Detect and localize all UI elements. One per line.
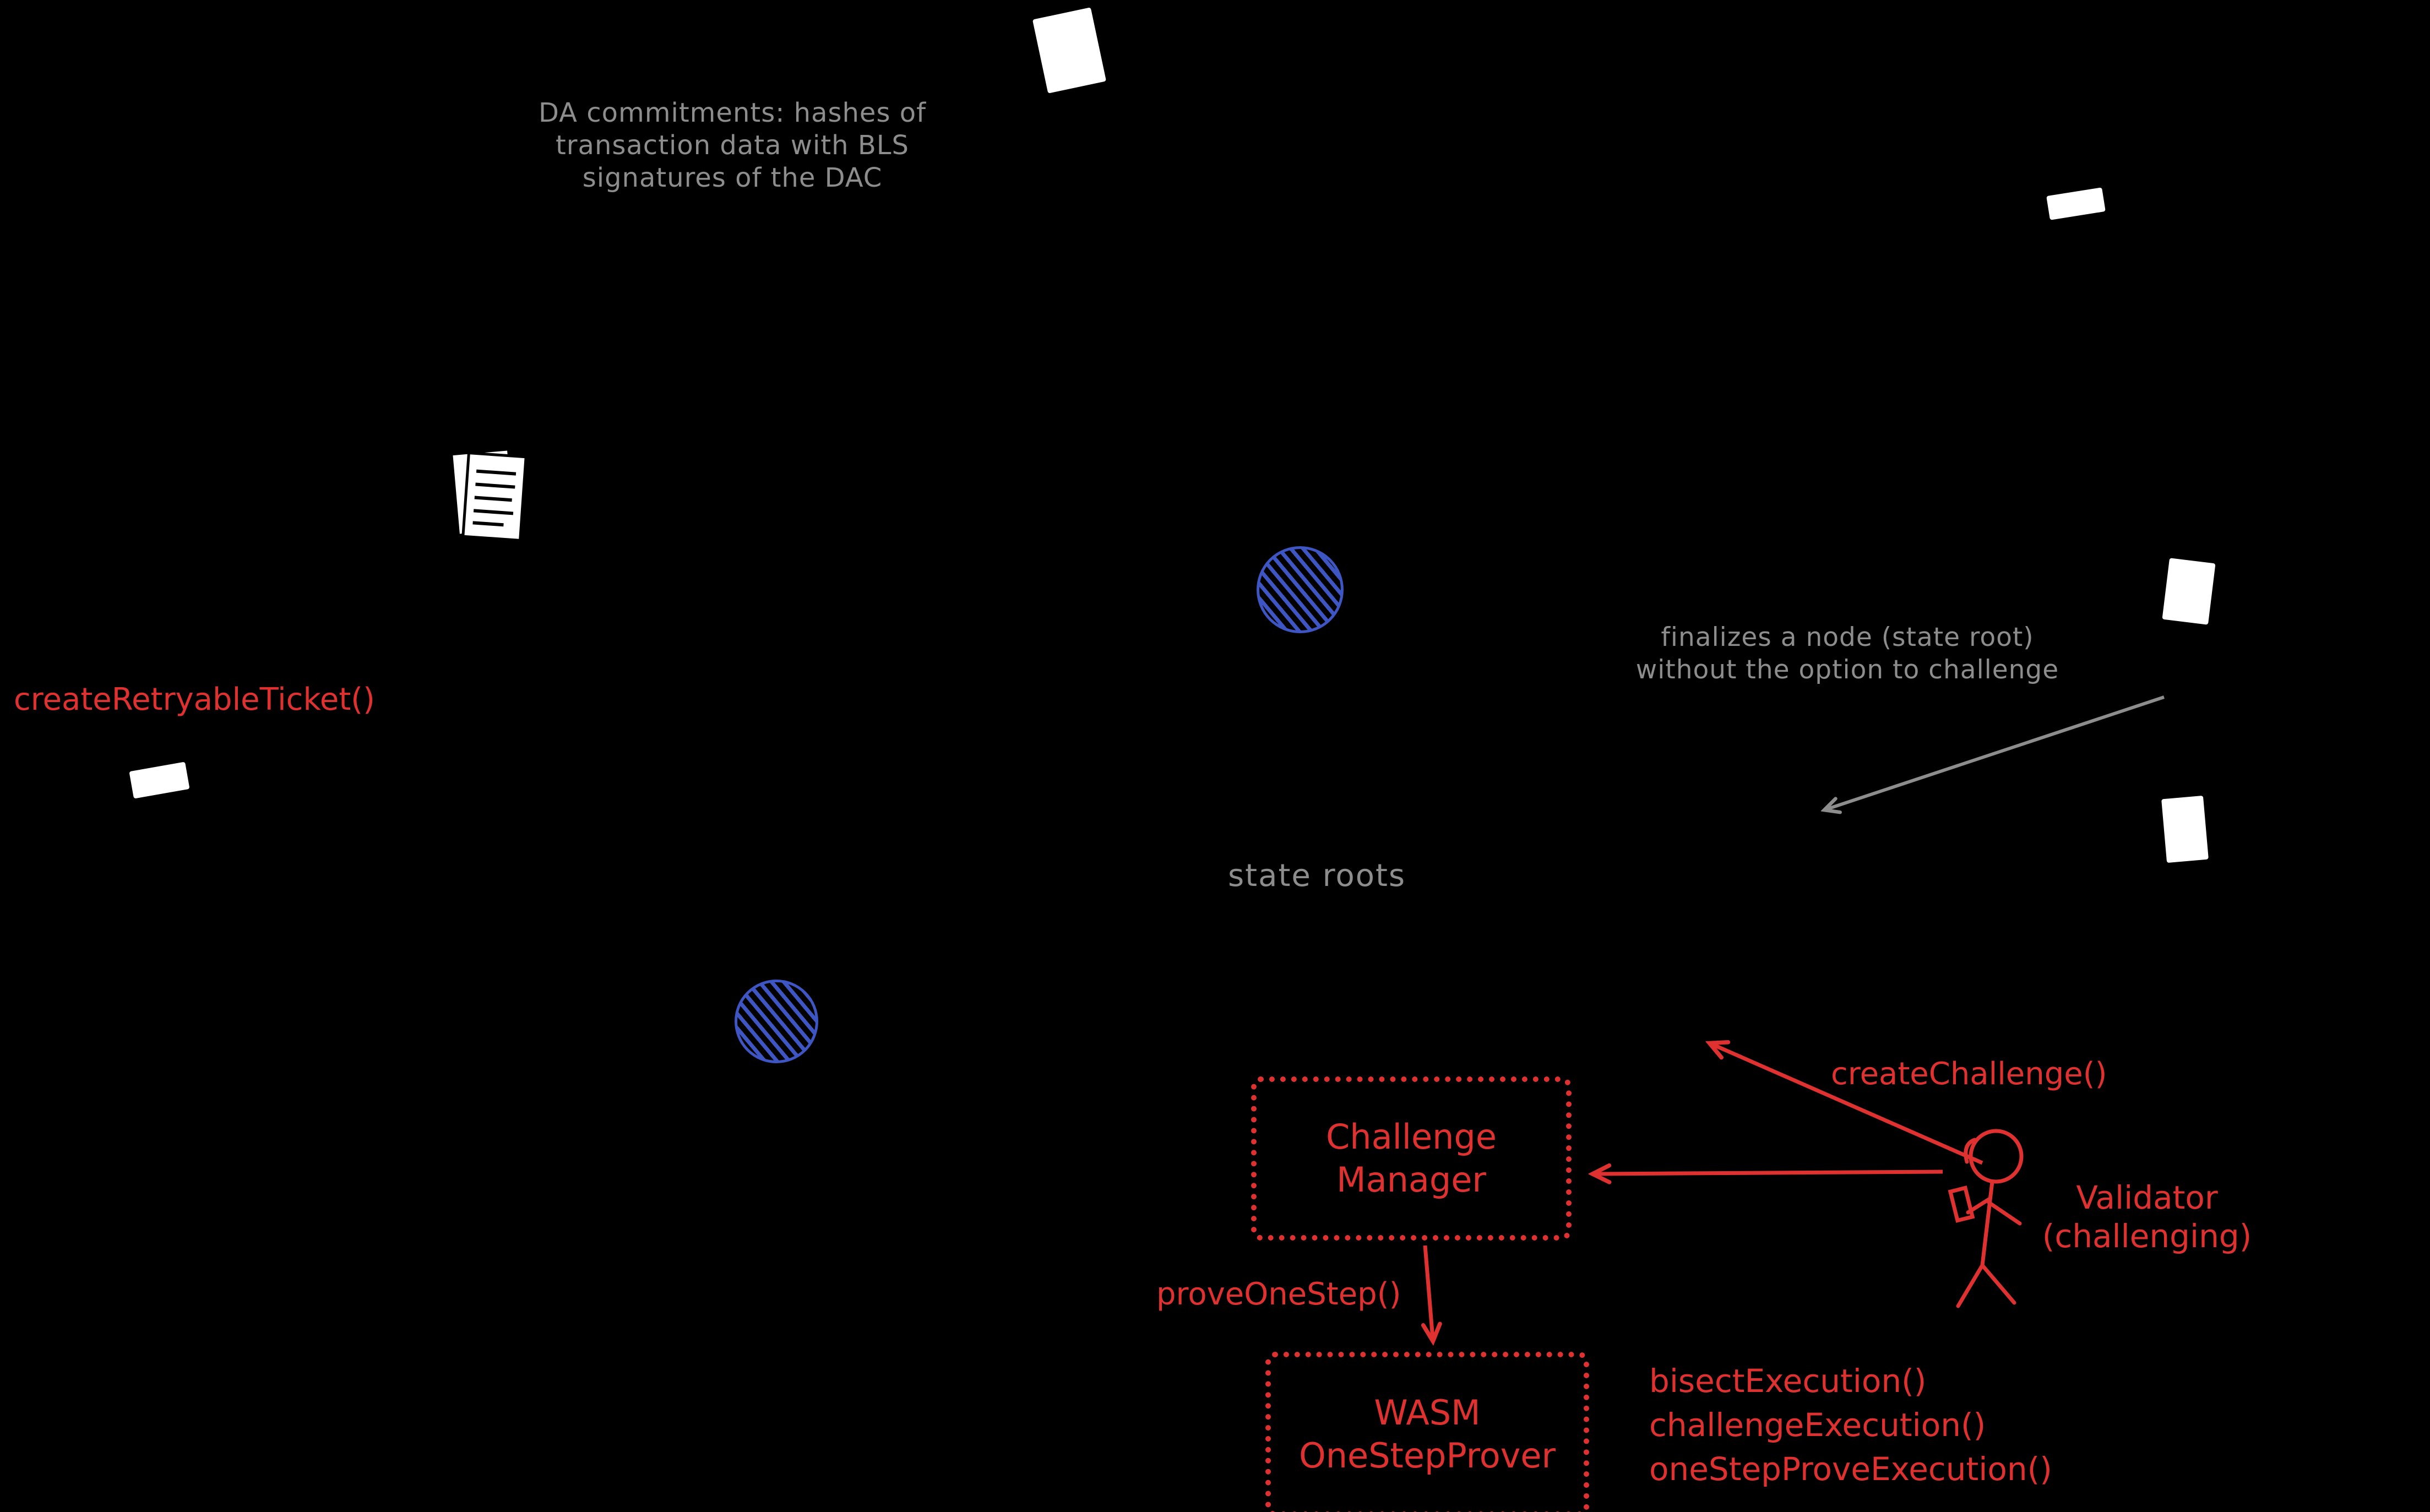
text-line: without the option to challenge: [1635, 655, 2059, 685]
text-line: finalizes a node (state root): [1661, 622, 2034, 652]
box-label-line: WASM: [1374, 1393, 1481, 1433]
hatched-circle-icon: [735, 980, 818, 1063]
finalizes-node-note: finalizes a node (state root) without th…: [1619, 621, 2076, 686]
text-line: challengeExecution(): [1649, 1406, 1986, 1444]
challenge-manager-box: Challenge Manager: [1251, 1076, 1572, 1241]
text-line: (challenging): [2042, 1217, 2252, 1255]
validator-label: Validator (challenging): [2020, 1178, 2274, 1255]
create-challenge-arrow: [1711, 1044, 1983, 1165]
text-line: transaction data with BLS: [555, 130, 909, 161]
da-commitments-note: DA commitments: hashes of transaction da…: [529, 97, 936, 194]
text-line: signatures of the DAC: [582, 162, 883, 193]
text-line: DA commitments: hashes of: [539, 97, 926, 128]
text-line: Validator: [2076, 1179, 2218, 1216]
wasm-one-step-prover-box: WASM OneStepProver: [1265, 1352, 1589, 1512]
create-challenge-label: createChallenge(): [1831, 1056, 2107, 1092]
box-label-line: Manager: [1336, 1160, 1486, 1200]
prove-one-step-arrow: [1425, 1245, 1433, 1339]
create-retryable-ticket-label: createRetryableTicket(): [14, 682, 375, 717]
text-line: bisectExecution(): [1649, 1362, 1927, 1400]
finalize-arrow: [1826, 695, 2165, 809]
document-stack-icon: [450, 448, 528, 542]
text-line: oneStepProveExecution(): [1649, 1450, 2052, 1488]
hatched-circle-icon: [1257, 546, 1344, 633]
box-label-line: Challenge: [1326, 1117, 1497, 1157]
challenge-methods-list: bisectExecution() challengeExecution() o…: [1649, 1359, 2052, 1491]
prove-one-step-label: proveOneStep(): [1156, 1276, 1401, 1312]
box-label-line: OneStepProver: [1298, 1435, 1556, 1476]
state-roots-label: state roots: [1228, 858, 1406, 894]
stick-figure-icon: [1948, 1129, 2024, 1308]
validator-to-manager-arrow: [1595, 1172, 1943, 1174]
